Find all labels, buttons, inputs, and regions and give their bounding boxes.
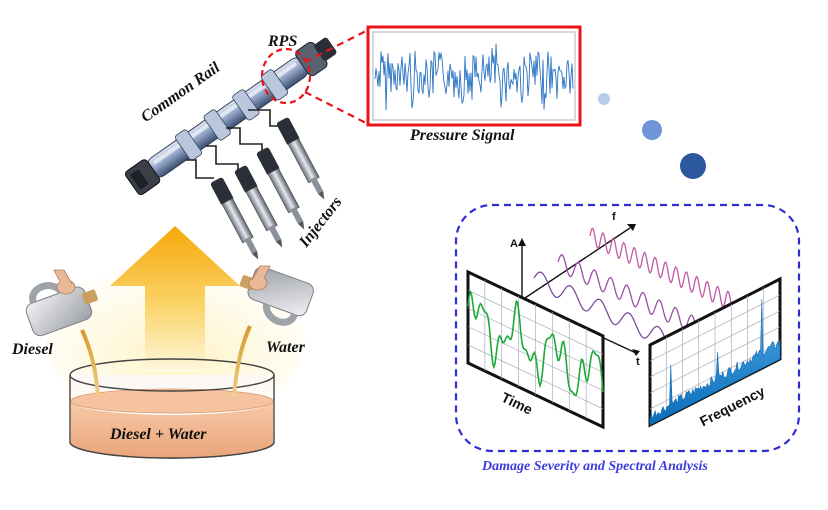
- bubble-icon: [598, 93, 610, 105]
- axis-f-label: f: [612, 211, 616, 223]
- time-trace: [467, 289, 604, 397]
- wave-high-frequency: [589, 227, 737, 313]
- time-panel: [466, 269, 605, 430]
- frequency-spectrum: [649, 299, 781, 426]
- water-stream: [232, 325, 252, 397]
- pressure-signal-label: Pressure Signal: [410, 127, 515, 144]
- injector-icon: [210, 117, 325, 260]
- up-arrow-icon: [110, 226, 240, 372]
- wave-mid-frequency: [557, 254, 705, 338]
- frequency-panel: [648, 276, 782, 428]
- beaker-icon: [69, 358, 275, 459]
- axis-t-label: t: [636, 356, 640, 368]
- rps-label: RPS: [268, 33, 298, 50]
- frequency-grid-line: [649, 294, 781, 362]
- time-grid-line: [467, 344, 604, 410]
- rps-highlight: [260, 47, 312, 105]
- jug-water-icon: [239, 265, 314, 326]
- bubble-icon: [642, 120, 662, 140]
- jug-diesel-icon: [25, 269, 98, 337]
- analysis-caption: Damage Severity and Spectral Analysis: [482, 459, 708, 474]
- bubble-icon: [680, 153, 706, 179]
- time-grid-line: [467, 289, 604, 355]
- pressure-signal-plot-area: [372, 31, 576, 121]
- axis-a-label: A: [510, 238, 518, 250]
- water-label: Water: [266, 339, 305, 356]
- diesel-stream: [80, 329, 100, 397]
- diesel-label: Diesel: [12, 341, 53, 358]
- pressure-signal-trace: [374, 43, 574, 111]
- common-rail-icon: [125, 37, 337, 196]
- rps-connector-bottom: [304, 91, 369, 125]
- analysis-frame: [454, 203, 801, 453]
- frequency-grid-line: [649, 310, 781, 378]
- wave-low-frequency: [533, 271, 681, 353]
- mixture-label: Diesel + Water: [110, 426, 207, 443]
